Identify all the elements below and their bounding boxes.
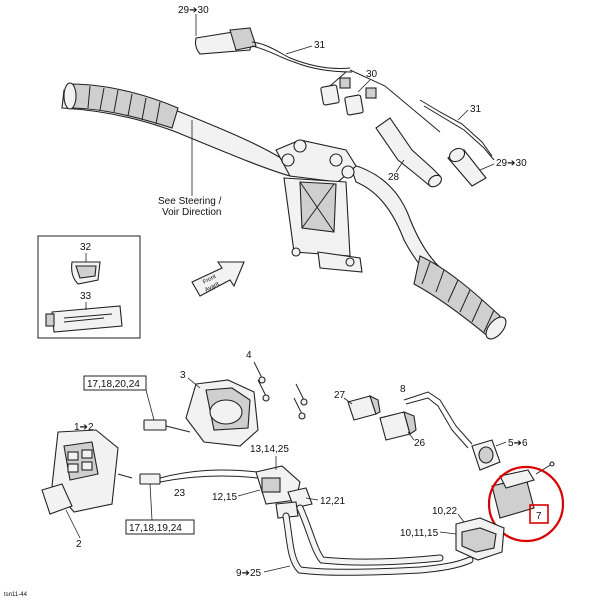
callout-33: 33: [80, 291, 92, 302]
callout-12-21: 12,21: [320, 496, 345, 507]
hose-28-part: [375, 117, 442, 188]
callout-5-6: 5➔6: [508, 438, 528, 449]
sensor-5-part: [471, 439, 501, 471]
callout-29-30-right: 29➔30: [496, 158, 527, 169]
handlebar-part: [61, 82, 507, 340]
callout-7: 7: [536, 511, 542, 522]
connector-26-part: [379, 411, 417, 441]
screws-4-part: [253, 361, 308, 420]
callout-17-18-20-24: 17,18,20,24: [87, 379, 140, 390]
callout-10-11-15: 10,11,15: [400, 528, 439, 539]
callout-32: 32: [80, 242, 92, 253]
housing-3-part: [185, 379, 259, 447]
switch-assembly-1-part: [41, 429, 133, 515]
cable-guide-31-part: [419, 99, 495, 161]
control-box-10-part: [455, 517, 505, 561]
callout-31-top: 31: [314, 40, 326, 51]
callout-27: 27: [334, 390, 346, 401]
callout-26: 26: [414, 438, 426, 449]
connector-27-part: [347, 394, 381, 421]
riser-clamp-part: [275, 139, 363, 273]
throttle-housing-part: [194, 27, 353, 73]
connector-17-lower-part: [139, 469, 259, 485]
callout-2: 2: [76, 539, 82, 550]
front-arrow: Front Avant: [191, 261, 245, 297]
cable-8-part: [403, 391, 473, 449]
callout-31-right: 31: [470, 104, 482, 115]
callout-10-22: 10,22: [432, 506, 457, 517]
inset-box: [37, 235, 141, 339]
highlight-box: [529, 504, 549, 524]
see-steering-line2: Voir Direction: [162, 207, 221, 218]
callout-9-25: 9➔25: [236, 568, 262, 579]
callout-23: 23: [174, 488, 186, 499]
throttle-tube-29-part: [447, 147, 487, 187]
callout-12-15: 12,15: [212, 492, 237, 503]
callout-4: 4: [246, 350, 252, 361]
connector-block-13-part: [255, 465, 313, 519]
right-grip-ribs: [421, 261, 495, 333]
callout-30: 30: [366, 69, 378, 80]
figure-id: tsn11-44: [4, 592, 28, 598]
callout-29-30-top: 29➔30: [178, 5, 209, 16]
callout-8: 8: [400, 384, 406, 395]
connector-30-part: [320, 69, 441, 133]
callout-1-2: 1➔2: [74, 422, 94, 433]
harness-9-part: [282, 504, 474, 576]
callout-17-18-19-24: 17,18,19,24: [129, 523, 182, 534]
callout-3: 3: [180, 370, 186, 381]
callout-28: 28: [388, 172, 400, 183]
callout-13-14-25: 13,14,25: [250, 444, 289, 455]
highlight-circle: [487, 465, 565, 543]
see-steering-line1: See Steering /: [158, 196, 222, 207]
part-7: [491, 461, 555, 519]
left-grip-ribs: [87, 85, 161, 125]
connector-17-upper-part: [143, 419, 191, 433]
